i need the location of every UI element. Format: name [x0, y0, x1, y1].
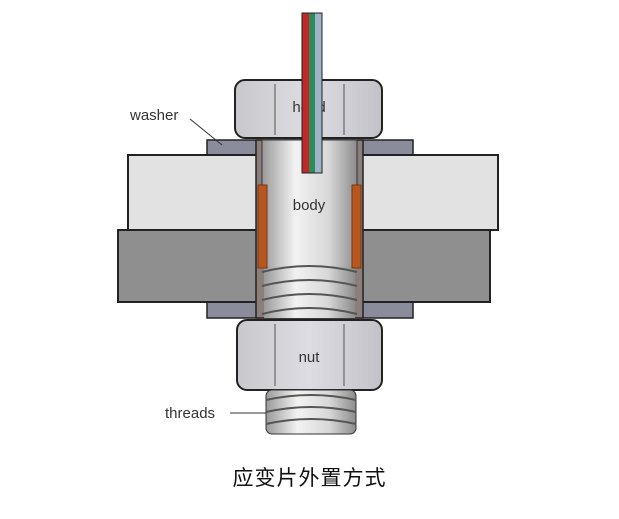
lead-wires [301, 12, 323, 174]
washer-leader [189, 118, 223, 146]
nut-label: nut [299, 349, 321, 366]
nut: nut [236, 319, 383, 391]
strain-gauge-right [351, 184, 362, 269]
figure-caption: 应变片外置方式 [232, 466, 387, 490]
bolt-threads-inner [261, 265, 358, 318]
strain-gauge-left [257, 184, 268, 269]
washer-label: washer [129, 107, 178, 124]
threads-label: threads [165, 405, 215, 422]
bolt-threads-bottom [265, 389, 357, 435]
body-label: body [293, 197, 326, 214]
